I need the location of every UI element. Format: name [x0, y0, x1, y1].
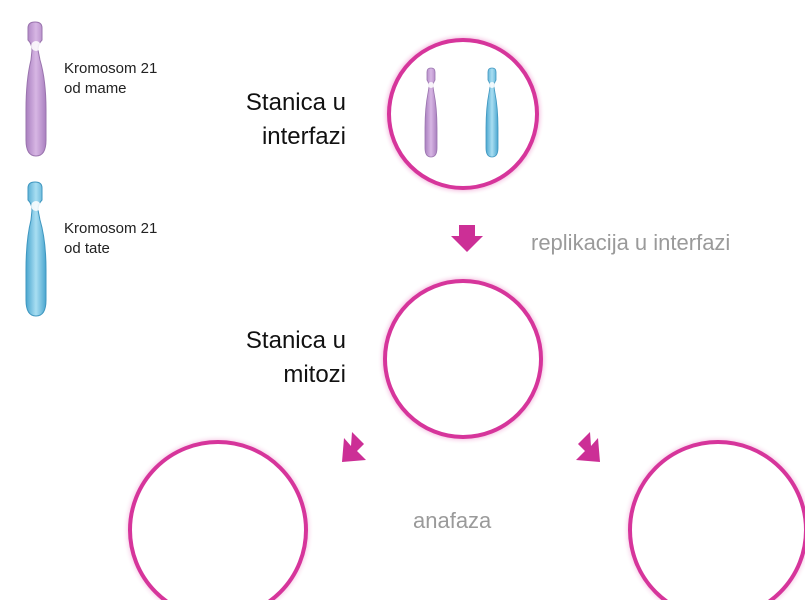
interphase-cell [381, 32, 545, 196]
legend-mother-line2: od mame [64, 79, 157, 99]
interphase-label-line1: Stanica u [190, 86, 346, 120]
legend-father-line2: od tate [64, 239, 157, 259]
legend-father-label: Kromosom 21 od tate [64, 219, 157, 259]
legend-father-line1: Kromosom 21 [64, 219, 157, 239]
replication-label: replikacija u interfazi [531, 230, 730, 256]
mitosis-label-line1: Stanica u [190, 324, 346, 358]
legend-mother-line1: Kromosom 21 [64, 59, 157, 79]
interphase-label: Stanica u interfazi [190, 86, 346, 154]
daughter-cell-left [122, 434, 314, 600]
mitosis-label: Stanica u mitozi [190, 324, 346, 392]
chromosome-mother-icon [26, 22, 46, 156]
mitosis-label-line2: mitozi [190, 358, 346, 392]
daughter-cell-right [622, 434, 805, 600]
legend-mother-label: Kromosom 21 od mame [64, 59, 157, 99]
anaphase-arrow-right-icon [576, 432, 600, 462]
interphase-label-line2: interfazi [190, 120, 346, 154]
anaphase-arrow-left-icon [342, 432, 366, 462]
replication-arrow-icon [451, 225, 483, 252]
anaphase-label: anafaza [413, 508, 491, 534]
chromosome-father-icon [26, 182, 46, 316]
mitosis-cell [377, 273, 549, 445]
